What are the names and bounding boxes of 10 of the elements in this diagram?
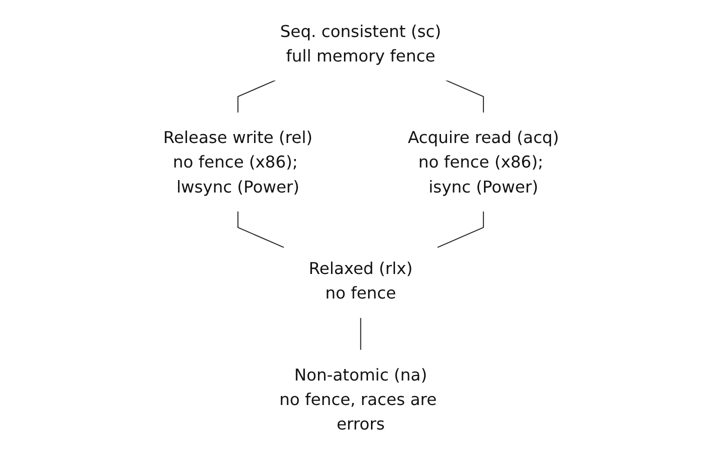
connector: [238, 210, 285, 248]
node-text: Release write (rel) no fence (x86); lwsync (Power): [164, 128, 313, 196]
node-text: Relaxed (rlx) no fence: [309, 258, 413, 303]
connector: [437, 210, 484, 248]
connector: [238, 80, 277, 114]
connector: [445, 80, 484, 114]
node-text: Non-atomic (na) no fence, races are errors: [280, 364, 438, 434]
node-text: Acquire read (acq) no fence (x86); isync (Power): [408, 128, 560, 196]
connector: [360, 317, 362, 351]
node-text: Seq. consistent (sc) full memory fence: [280, 21, 442, 66]
